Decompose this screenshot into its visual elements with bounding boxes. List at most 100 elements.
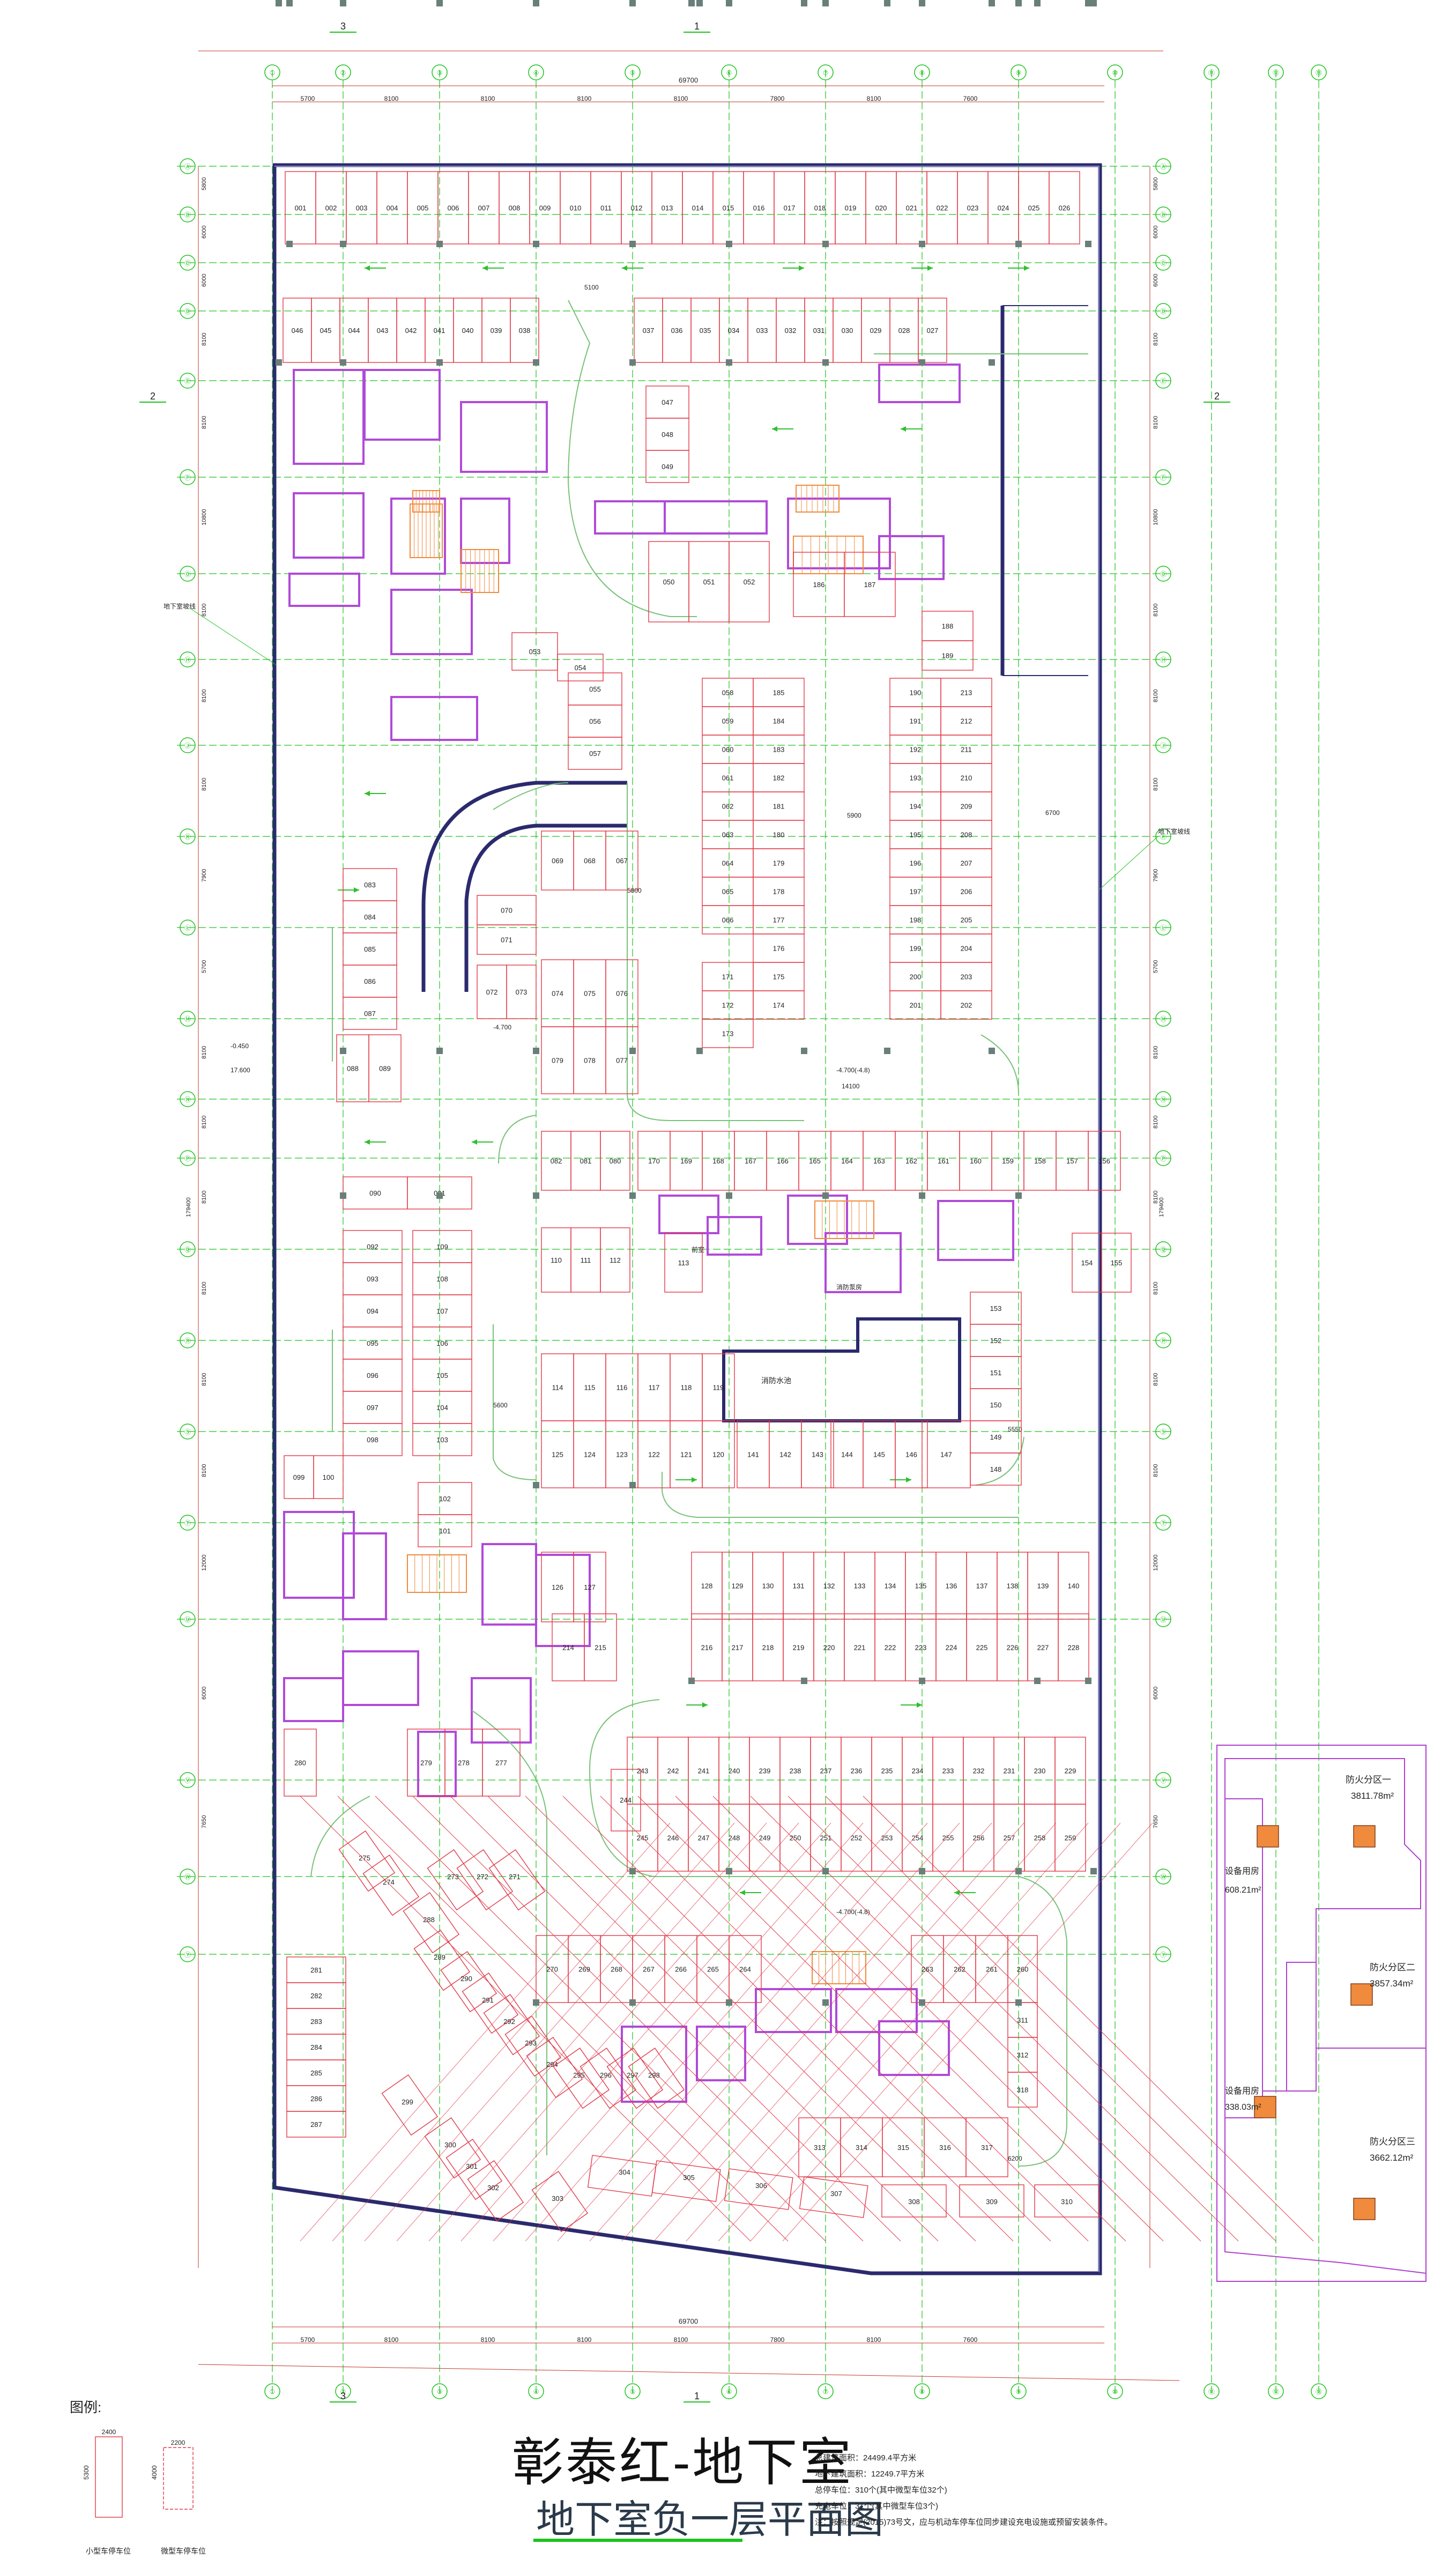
parking-space-number: 065: [722, 888, 734, 896]
legend-label-small: 小型车停车位: [86, 2547, 131, 2555]
parking-space: [881, 2184, 947, 2218]
axis-bubble-label: ⑤: [630, 69, 636, 77]
parking-space-number: 147: [940, 1451, 952, 1459]
axis-bubble: [1155, 1011, 1171, 1027]
driving-lane: [498, 1115, 537, 1164]
core-room: [824, 1232, 902, 1293]
core-room: [342, 1532, 387, 1620]
axis-bubble: [721, 2383, 737, 2399]
axis-bubble: [528, 64, 544, 80]
axis-bubble-label: Ⓕ: [1160, 474, 1167, 481]
core-room: [460, 498, 510, 564]
axis-bubble-label: Ⓖ: [1160, 570, 1167, 578]
axis-bubble: [1155, 1868, 1171, 1885]
parking-space: [477, 924, 537, 955]
axis-bubble: [1204, 2383, 1220, 2399]
structural-column: [884, 0, 890, 6]
parking-space-number: 282: [310, 1992, 322, 2000]
axis-bubble: [180, 158, 196, 174]
axis-bubble-label: Ⓐ: [184, 163, 191, 170]
axis-bubble: [180, 920, 196, 936]
core-room: [787, 1195, 848, 1245]
axis-bubble-label: Ⓡ: [184, 1337, 191, 1345]
structural-column: [1034, 0, 1041, 6]
structural-column: [533, 0, 539, 6]
structural-column: [1090, 0, 1097, 6]
parking-space-number: 117: [649, 1384, 660, 1392]
axis-bubble-label: ④: [533, 2388, 539, 2396]
diagonal-guide: [562, 1796, 1014, 2242]
parking-space-number: 121: [680, 1451, 692, 1459]
parking-space-number: 188: [942, 622, 954, 631]
parking-space: [702, 1420, 735, 1488]
structural-column: [726, 1868, 732, 1874]
parking-space-number: 077: [616, 1057, 628, 1065]
driving-lane: [980, 1034, 1019, 1094]
parking-space-number: 049: [662, 463, 673, 471]
fire-room-label: 消防水池: [761, 1376, 791, 1385]
parking-space-number: 025: [1028, 204, 1040, 212]
parking-space-number: 074: [552, 990, 563, 998]
row-span: 6000: [1153, 1687, 1159, 1700]
parking-space: [368, 1034, 402, 1102]
axis-bubble: [180, 566, 196, 582]
parking-space: [799, 2176, 868, 2218]
parking-space-number: 251: [820, 1834, 832, 1842]
parking-space-number: 225: [976, 1644, 988, 1652]
parking-space-number: 307: [830, 2190, 842, 2198]
axis-bubble: [180, 303, 196, 319]
fire-zone-text: 608.21m²: [1225, 1886, 1261, 1895]
driving-lane: [589, 1699, 1067, 2167]
axis-bubble-label: ⑥: [726, 2388, 732, 2396]
parking-space-number: 252: [851, 1834, 863, 1842]
parking-space-number: 016: [753, 204, 765, 212]
parking-space-number: 160: [970, 1157, 982, 1165]
driving-lane: [567, 300, 697, 617]
parking-space-number: 052: [744, 578, 755, 586]
parking-space-number: 033: [756, 327, 768, 335]
row-span: 7900: [1153, 869, 1159, 882]
axis-bubble-label: ⑩: [1112, 69, 1118, 77]
diagonal-guide: [493, 1822, 864, 2242]
lane-dimension: 5800: [627, 887, 642, 894]
axis-bubble-label: Ⓖ: [184, 570, 191, 578]
structural-column: [822, 1192, 829, 1199]
section-mark: 2: [150, 391, 155, 402]
structural-column: [1015, 0, 1022, 6]
parking-space-number: 198: [910, 916, 922, 924]
axis-bubble: [625, 64, 641, 80]
parking-space-number: 312: [1017, 2051, 1029, 2059]
row-span: 8100: [1153, 778, 1159, 791]
axis-bubble: [1204, 64, 1220, 80]
parking-space-number: 177: [773, 916, 785, 924]
parking-space-number: 254: [912, 1834, 924, 1842]
legend-small-width: 2400: [102, 2428, 116, 2436]
axis-bubble: [180, 828, 196, 844]
axis-bubble-label: ④: [533, 69, 539, 77]
axis-bubble: [264, 64, 280, 80]
parking-space-number: 054: [575, 664, 586, 672]
parking-space-number: 229: [1065, 1767, 1076, 1775]
driving-lane: [471, 1710, 547, 2155]
parking-space-number: 271: [509, 1873, 521, 1881]
structural-column: [436, 1192, 443, 1199]
parking-space-number: 068: [584, 857, 596, 865]
row-span: 8100: [201, 1464, 207, 1477]
parking-space: [918, 298, 947, 363]
structural-column: [533, 1048, 539, 1054]
parking-space-number: 199: [910, 945, 922, 953]
parking-space-number: 266: [675, 1966, 687, 1974]
elevation-label: 17.600: [231, 1066, 250, 1074]
axis-bubble: [180, 1868, 196, 1885]
parking-space-number: 305: [683, 2174, 695, 2182]
parking-space: [940, 990, 992, 1020]
fire-zone-text: 338.03m²: [1225, 2103, 1261, 2112]
parking-space-number: 071: [501, 936, 512, 944]
parking-space-number: 224: [946, 1644, 957, 1652]
parking-space: [1101, 1233, 1132, 1293]
diagonal-guide: [460, 1822, 831, 2242]
structural-column: [919, 359, 925, 366]
axis-bubble-label: Ⓣ: [184, 1519, 191, 1527]
core-room: [621, 2026, 687, 2103]
lane-arrow-head: [927, 265, 933, 271]
